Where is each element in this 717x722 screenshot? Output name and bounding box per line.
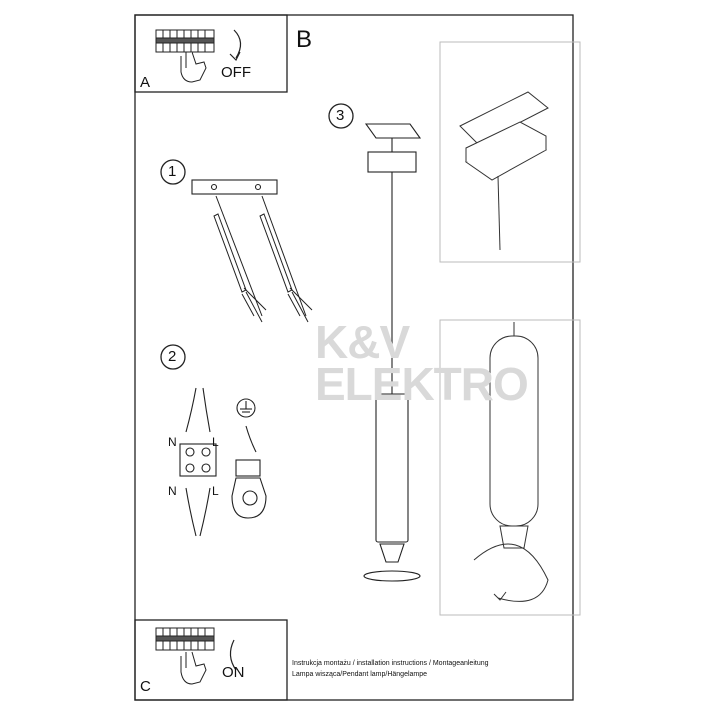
footer-line-1: Instrukcja montażu / installation instru… <box>292 660 489 667</box>
ceiling-canopy-icon <box>364 123 422 173</box>
off-label: OFF <box>221 64 251 81</box>
tube-lamp-body <box>363 393 421 582</box>
arrow-up-icon <box>229 639 237 671</box>
wire-n-bottom: N <box>168 484 177 498</box>
wire-l-top: L <box>212 435 219 449</box>
arrowhead-icon <box>229 51 241 62</box>
arrow-down-icon <box>233 29 242 59</box>
mounting-bracket-icon <box>191 179 278 195</box>
lamp-detail-icon <box>473 322 549 602</box>
wall-plug-icon <box>213 195 313 323</box>
footer-line-2: Lampa wisząca/Pendant lamp/Hängelampe <box>292 671 428 678</box>
step-2-circle <box>160 344 186 370</box>
breaker-icon-c <box>155 627 215 685</box>
terminal-block-icon <box>179 387 217 537</box>
page-frame <box>134 14 574 701</box>
detail-box-top <box>439 41 581 263</box>
step-2-number: 2 <box>168 348 177 365</box>
wire-l-bottom: L <box>212 484 219 498</box>
panel-b-letter: B <box>296 26 313 53</box>
canopy-detail-icon <box>459 91 549 251</box>
detail-box-bottom <box>439 319 581 616</box>
step-1-circle <box>160 159 186 185</box>
step-1-number: 1 <box>168 163 177 180</box>
ground-symbol-icon <box>231 398 267 519</box>
panel-a-box <box>134 14 288 93</box>
panel-a-letter: A <box>140 74 151 91</box>
wire-n-top: N <box>168 435 177 449</box>
watermark-line-1: K&V <box>315 316 410 368</box>
breaker-icon-a <box>155 29 215 83</box>
step-3-circle <box>328 103 354 129</box>
step-3-number: 3 <box>336 107 345 124</box>
watermark-line-2: ELEKTRO <box>315 358 529 410</box>
panel-c-letter: C <box>140 678 151 695</box>
on-label: ON <box>222 664 245 681</box>
panel-c-box <box>134 619 288 701</box>
